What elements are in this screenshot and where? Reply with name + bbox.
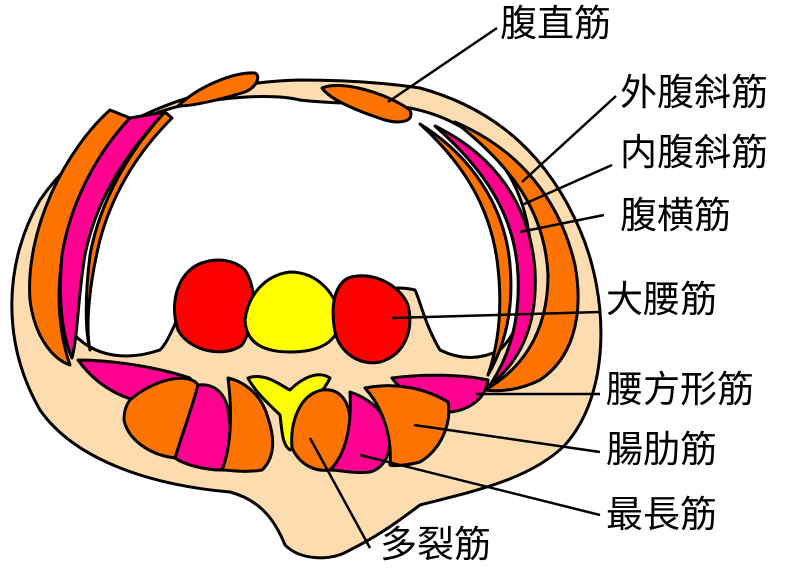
label-internal-oblique: 内腹斜筋 <box>620 131 768 174</box>
label-rectus-abdominis: 腹直筋 <box>500 2 611 45</box>
label-external-oblique: 外腹斜筋 <box>620 71 768 114</box>
external-oblique-right <box>453 120 580 393</box>
leader-longissimus <box>359 453 601 517</box>
iliocostalis-right <box>363 384 451 468</box>
transversus-abdominis-left <box>84 110 174 352</box>
leader-iliocostalis <box>413 423 601 454</box>
vertebral-body <box>243 270 342 354</box>
label-longissimus: 最長筋 <box>606 493 717 536</box>
leader-external-oblique <box>521 95 617 183</box>
psoas-major-left <box>173 258 255 354</box>
label-quadratus-lumborum: 腰方形筋 <box>606 368 754 411</box>
leader-internal-oblique <box>521 163 613 207</box>
leader-multifidus <box>308 437 372 549</box>
rectus-abdominis-left <box>176 71 260 108</box>
psoas-major-right <box>331 274 412 365</box>
leader-psoas-major <box>391 310 601 320</box>
internal-oblique-left <box>58 110 167 360</box>
transversus-abdominis-right <box>418 122 513 377</box>
label-transversus-abdominis: 腹横筋 <box>620 194 731 237</box>
label-psoas-major: 大腰筋 <box>606 278 717 321</box>
label-iliocostalis: 腸肋筋 <box>606 428 717 471</box>
multifidus-left <box>220 376 275 473</box>
label-multifidus: 多裂筋 <box>380 523 491 566</box>
leader-rectus-abdominis <box>387 26 498 104</box>
rectus-abdominis-right <box>320 83 413 124</box>
leader-transversus-abdominis <box>519 213 605 234</box>
internal-oblique-right <box>433 124 537 387</box>
